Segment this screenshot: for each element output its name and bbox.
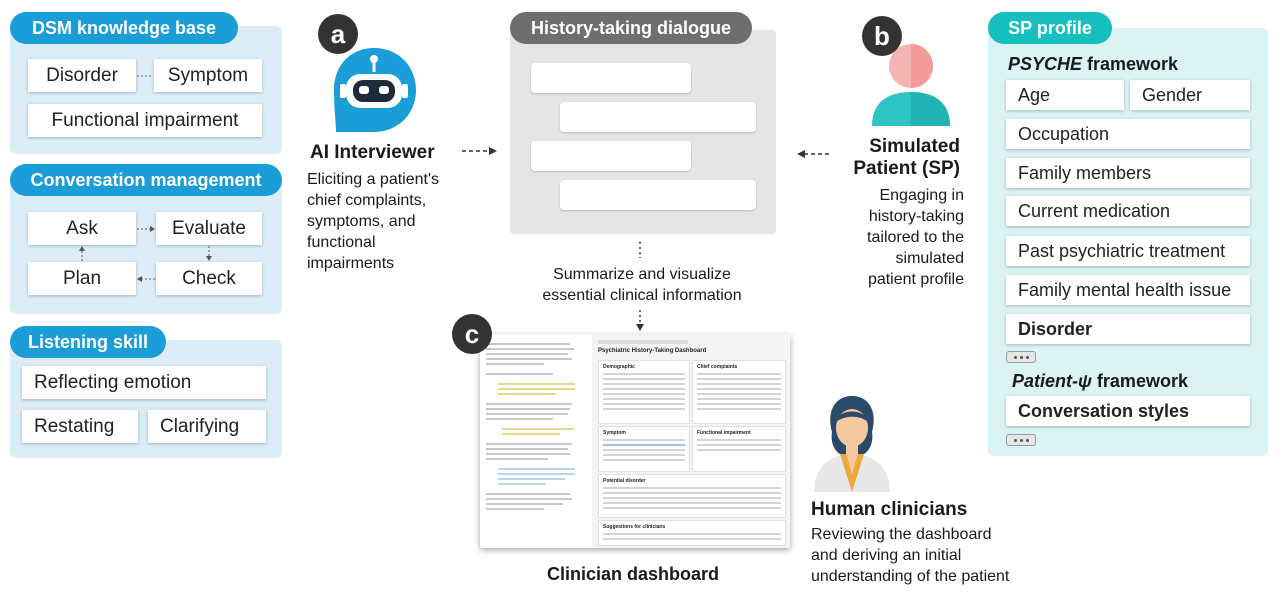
demographic-heading: Demographic <box>603 364 635 370</box>
left-connectors <box>79 75 212 282</box>
summarize-text: Summarize and visualize essential clinic… <box>542 266 742 304</box>
patient-avatar-icon <box>872 44 950 126</box>
conversation-styles-box: Conversation styles <box>1006 396 1250 426</box>
label-b: b <box>862 16 902 56</box>
sp-profile-title: SP profile <box>988 12 1112 44</box>
simulated-patient-desc: Engaging in history-taking tailored to t… <box>867 187 964 288</box>
psyche-name: PSYCHE <box>1008 54 1083 74</box>
evaluate-box: Evaluate <box>156 212 262 245</box>
plan-box: Plan <box>28 262 136 295</box>
label-c: c <box>452 314 492 354</box>
arrow-icon <box>639 242 641 258</box>
dashboard-thumbnail: Psychiatric History-Taking Dashboard Dem… <box>480 334 790 548</box>
gender-box: Gender <box>1130 80 1250 110</box>
reflecting-emotion-box: Reflecting emotion <box>22 366 266 399</box>
current-medication-box: Current medication <box>1006 196 1250 226</box>
history-taking-dialogue-title: History-taking dialogue <box>510 12 752 44</box>
chief-complaints-heading: Chief complaints <box>697 364 738 370</box>
disorder-profile-box: Disorder <box>1006 314 1250 344</box>
patient-psi-framework-heading: Patient-ψ framework <box>1012 371 1188 392</box>
clinician-dashboard-title: Clinician dashboard <box>547 564 720 584</box>
family-mental-health-box: Family mental health issue <box>1006 275 1250 305</box>
patient-psi-framework-word: framework <box>1091 371 1188 391</box>
dashboard-right-area: Psychiatric History-Taking Dashboard Dem… <box>592 334 790 548</box>
arrow-icon <box>636 310 644 331</box>
potential-disorder-heading: Potential disorder <box>603 478 646 484</box>
psyche-framework-heading: PSYCHE framework <box>1008 54 1178 75</box>
ellipsis-icon <box>1006 434 1036 446</box>
dashboard-inner-title: Psychiatric History-Taking Dashboard <box>598 348 707 354</box>
symptom-heading: Symptom <box>603 430 626 436</box>
clarifying-box: Clarifying <box>148 410 266 443</box>
ellipsis-icon <box>1006 351 1036 363</box>
past-psychiatric-treatment-box: Past psychiatric treatment <box>1006 236 1250 266</box>
demographic-card: Demographic <box>598 360 690 424</box>
age-box: Age <box>1006 80 1124 110</box>
dialogue-bubble <box>560 180 756 210</box>
ai-interviewer-title: AI Interviewer <box>310 142 435 163</box>
label-a: a <box>318 14 358 54</box>
functional-impairment-card: Functional impairment <box>692 426 786 472</box>
human-clinicians-title: Human clinicians <box>811 499 968 520</box>
dialogue-bubble <box>531 141 691 171</box>
dashboard-chat-column <box>486 340 582 544</box>
symptom-box: Symptom <box>154 59 262 92</box>
listening-skill-title: Listening skill <box>10 326 166 358</box>
clinician-avatar-icon <box>814 396 890 492</box>
chief-complaints-card: Chief complaints <box>692 360 786 424</box>
restating-box: Restating <box>22 410 138 443</box>
dialogue-bubble <box>560 102 756 132</box>
suggestions-heading: Suggestions for clinicians <box>603 524 666 530</box>
patient-psi-name: Patient-ψ <box>1012 371 1092 391</box>
symptom-card: Symptom <box>598 426 690 472</box>
simulated-patient-title: Simulated Patient (SP) <box>853 136 960 179</box>
ask-box: Ask <box>28 212 136 245</box>
check-box: Check <box>156 262 262 295</box>
arrow-icon <box>797 150 832 158</box>
robot-icon <box>334 48 416 132</box>
occupation-box: Occupation <box>1006 119 1250 149</box>
potential-disorder-card: Potential disorder <box>598 474 786 518</box>
ai-interviewer-desc: Eliciting a patient's chief complaints, … <box>307 171 440 272</box>
family-members-box: Family members <box>1006 158 1250 188</box>
conversation-management-title: Conversation management <box>10 164 282 196</box>
dialogue-bubble <box>531 63 691 93</box>
human-clinicians-desc: Reviewing the dashboard and deriving an … <box>811 526 1010 585</box>
arrow-icon <box>462 147 497 155</box>
suggestions-card: Suggestions for clinicians <box>598 520 786 546</box>
functional-impairment-heading: Functional impairment <box>697 430 751 436</box>
functional-impairment-box: Functional impairment <box>28 104 262 137</box>
psyche-framework-word: framework <box>1082 54 1179 74</box>
dsm-knowledge-base-title: DSM knowledge base <box>10 12 238 44</box>
disorder-box: Disorder <box>28 59 136 92</box>
